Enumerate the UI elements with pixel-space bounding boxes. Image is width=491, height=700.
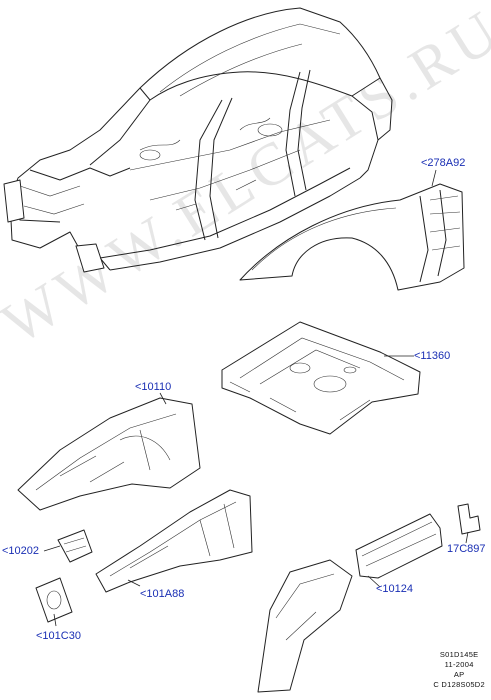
ref-date: 11-2004 bbox=[444, 660, 474, 669]
bracket-10202-illustration bbox=[57, 529, 93, 563]
bracket-17c897-illustration bbox=[457, 503, 481, 535]
side-member-101a88-illustration bbox=[95, 489, 253, 593]
callout-10124[interactable]: <10124 bbox=[376, 583, 414, 595]
drawing-reference: S01D145E 11-2004 AP C D128S05D2 bbox=[433, 650, 485, 690]
ref-region: AP bbox=[453, 670, 465, 679]
callout-10202[interactable]: <10202 bbox=[2, 545, 40, 557]
lower-front-rail-illustration bbox=[257, 559, 353, 693]
callout-17c897[interactable]: 17C897 bbox=[447, 543, 486, 555]
rear-floor-rail-illustration bbox=[355, 513, 443, 579]
body-shell-illustration bbox=[3, 7, 393, 273]
callout-278a92[interactable]: <278A92 bbox=[421, 157, 466, 169]
floor-pan-illustration bbox=[221, 321, 421, 435]
callout-101a88[interactable]: <101A88 bbox=[140, 588, 185, 600]
ref-drawing-number: C D128S05D2 bbox=[433, 680, 485, 689]
callout-11360[interactable]: <11360 bbox=[414, 350, 451, 362]
plate-101c30-illustration bbox=[35, 577, 73, 623]
front-side-member-illustration bbox=[17, 397, 201, 511]
leader-lines bbox=[43, 169, 469, 627]
callout-10110[interactable]: <10110 bbox=[135, 381, 172, 393]
rear-quarter-panel-illustration bbox=[239, 183, 465, 291]
callout-101c30[interactable]: <101C30 bbox=[36, 630, 81, 642]
ref-code: S01D145E bbox=[439, 650, 479, 659]
